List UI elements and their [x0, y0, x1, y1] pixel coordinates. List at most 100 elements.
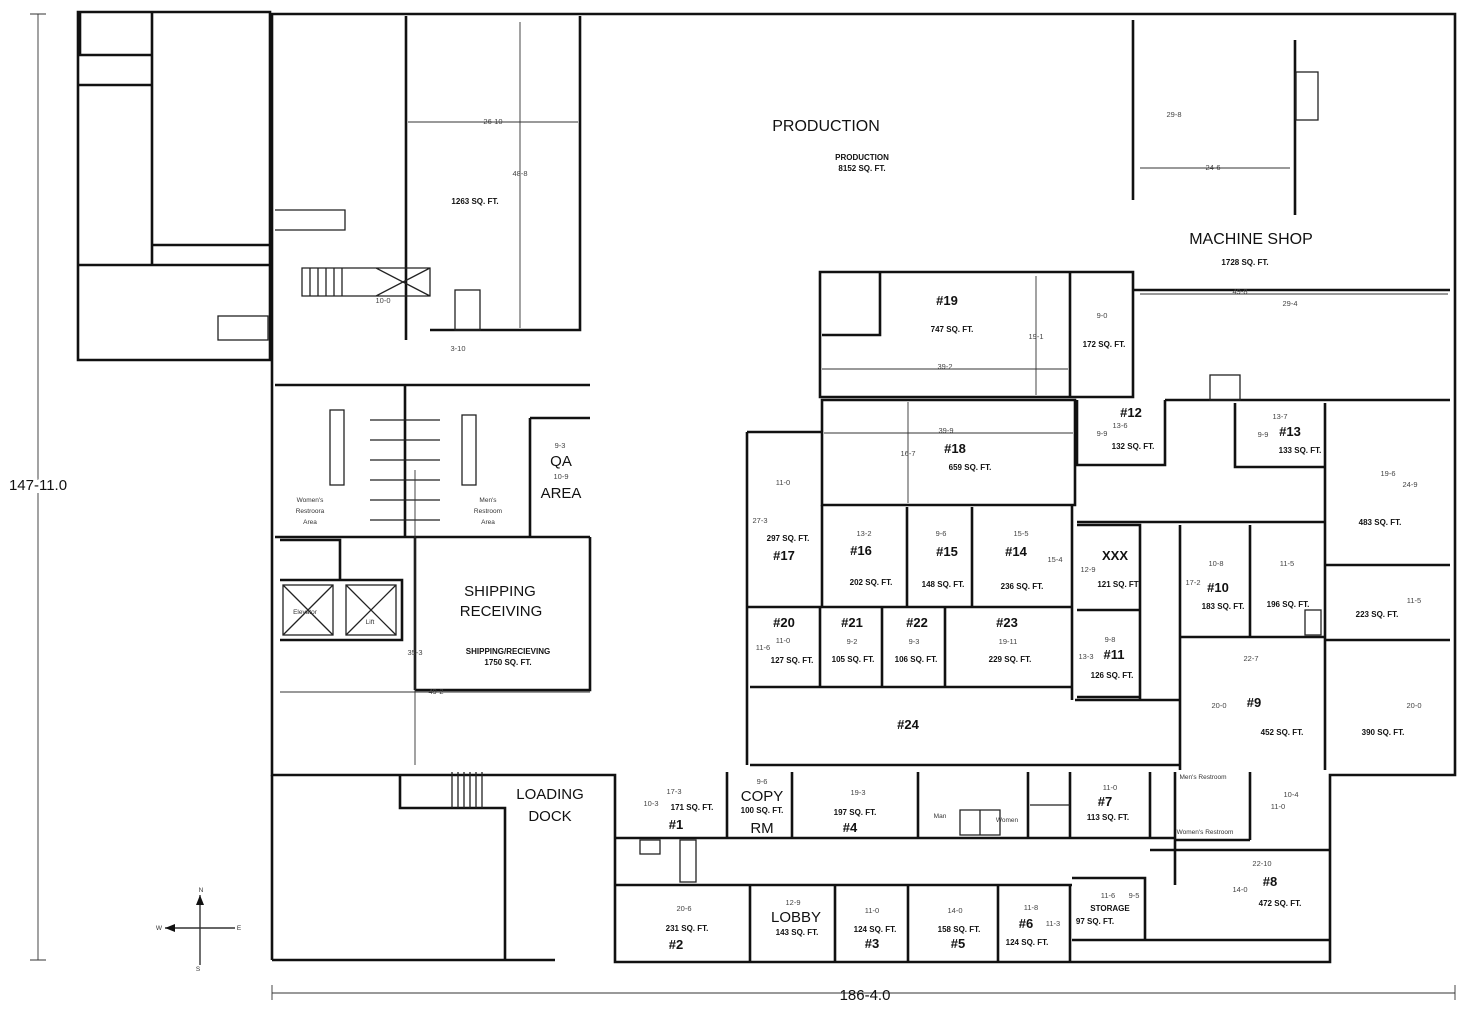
- room-label: S: [196, 966, 201, 973]
- area-label: 197 SQ. FT.: [834, 808, 877, 817]
- room-label: #10: [1207, 580, 1229, 595]
- compass-rose: [165, 895, 235, 965]
- dimension-label: 11-0: [1103, 783, 1117, 792]
- area-label: 97 SQ. FT.: [1076, 917, 1114, 926]
- area-label: 171 SQ. FT.: [671, 803, 714, 812]
- room-label: QA: [550, 453, 572, 470]
- room-label: #3: [865, 936, 879, 951]
- room-label: 147-11.0: [9, 477, 67, 494]
- room-label: #21: [841, 615, 863, 630]
- area-label: 390 SQ. FT.: [1362, 728, 1405, 737]
- dimension-lines: [30, 13, 1456, 1000]
- room-label: W: [156, 925, 163, 932]
- area-label: 106 SQ. FT.: [895, 655, 938, 664]
- room-label: #12: [1120, 405, 1142, 420]
- dimension-label: 20-6: [676, 904, 691, 913]
- area-label: 1750 SQ. FT.: [484, 658, 531, 667]
- area-label: 483 SQ. FT.: [1359, 518, 1402, 527]
- area-label: 124 SQ. FT.: [854, 925, 897, 934]
- area-label: 8152 SQ. FT.: [838, 164, 885, 173]
- area-label: 229 SQ. FT.: [989, 655, 1032, 664]
- dimension-label: 14-0: [947, 906, 962, 915]
- dimension-label: 13-3: [1078, 652, 1093, 661]
- dimension-label: 10-4: [1283, 790, 1298, 799]
- dimension-label: 19-11: [999, 637, 1018, 646]
- area-label: STORAGE: [1090, 904, 1130, 913]
- room-label: #5: [951, 936, 965, 951]
- area-label: 452 SQ. FT.: [1261, 728, 1304, 737]
- dimension-label: 3-10: [450, 344, 465, 353]
- dimension-label: 11-0: [776, 478, 790, 487]
- room-label: #18: [944, 441, 966, 456]
- area-label: 113 SQ. FT.: [1087, 813, 1129, 822]
- dimension-label: 9-9: [1258, 430, 1269, 439]
- dimension-label: 11-0: [1271, 802, 1285, 811]
- dimension-label: 49-2: [428, 687, 443, 696]
- room-label: #24: [897, 717, 919, 732]
- room-label: #15: [936, 544, 958, 559]
- room-label: Area: [481, 519, 495, 526]
- room-label: 186-4.0: [840, 987, 891, 1004]
- room-label: N: [199, 887, 204, 894]
- dimension-label: 19-3: [850, 788, 865, 797]
- room-label: Women's: [297, 497, 325, 504]
- dimension-label: 12-9: [785, 898, 800, 907]
- dimension-label: 29-8: [1166, 110, 1181, 119]
- room-label: #1: [669, 817, 683, 832]
- dimension-label: 22-7: [1243, 654, 1258, 663]
- area-label: 127 SQ. FT.: [771, 656, 814, 665]
- area-label: 659 SQ. FT.: [949, 463, 992, 472]
- room-label: #7: [1098, 794, 1112, 809]
- room-label: AREA: [541, 485, 582, 502]
- room-label: RM: [750, 820, 773, 837]
- room-label: #20: [773, 615, 795, 630]
- area-label: SHIPPING/RECIEVING: [466, 647, 550, 656]
- area-label: 143 SQ. FT.: [776, 928, 819, 937]
- room-label: LOADING: [516, 786, 584, 803]
- dimension-label: 10-3: [643, 799, 658, 808]
- dimension-label: 12-9: [1080, 565, 1095, 574]
- room-label: #23: [996, 615, 1018, 630]
- dimension-label: 17-2: [1185, 578, 1200, 587]
- area-label: 236 SQ. FT.: [1001, 582, 1044, 591]
- room-label: #13: [1279, 424, 1301, 439]
- dimension-label: 39-2: [937, 362, 952, 371]
- area-label: 158 SQ. FT.: [938, 925, 981, 934]
- walls: [76, 10, 1457, 964]
- room-label: #6: [1019, 916, 1033, 931]
- room-label: #8: [1263, 874, 1277, 889]
- room-label: LOBBY: [771, 909, 821, 926]
- dimension-label: 26-10: [483, 117, 502, 126]
- room-label: SHIPPING: [464, 583, 536, 600]
- dimension-label: 9-3: [555, 441, 566, 450]
- dimension-label: 9-8: [1105, 635, 1116, 644]
- dimension-label: 11-0: [865, 906, 879, 915]
- dimension-label: 11-3: [1046, 919, 1060, 928]
- dimension-label: 9-0: [1097, 311, 1108, 320]
- dimension-label: 48-8: [512, 169, 527, 178]
- room-label: Elevator: [293, 609, 318, 616]
- dimension-label: 9-2: [847, 637, 858, 646]
- area-label: 133 SQ. FT.: [1279, 446, 1322, 455]
- room-label: Restroora: [296, 508, 325, 515]
- dimension-label: 10-8: [1208, 559, 1223, 568]
- room-label: #19: [936, 293, 958, 308]
- area-label: 100 SQ. FT.: [741, 806, 784, 815]
- dimension-label: 13-7: [1272, 412, 1287, 421]
- area-label: 172 SQ. FT.: [1083, 340, 1126, 349]
- dimension-label: 11-0: [776, 636, 790, 645]
- area-label: 148 SQ. FT.: [922, 580, 965, 589]
- area-label: 126 SQ. FT.: [1091, 671, 1134, 680]
- area-label: PRODUCTION: [835, 153, 889, 162]
- area-label: 196 SQ. FT.: [1267, 600, 1310, 609]
- dimension-label: 35-3: [407, 648, 422, 657]
- area-label: 202 SQ. FT.: [850, 578, 893, 587]
- area-label: 121 SQ. FT: [1097, 580, 1138, 589]
- dimension-label: 11-6: [1101, 891, 1115, 900]
- room-label: Area: [303, 519, 317, 526]
- room-label: #17: [773, 548, 795, 563]
- dimension-label: 19-1: [1028, 332, 1043, 341]
- room-label: XXX: [1102, 548, 1128, 563]
- dimension-label: 9-5: [1129, 891, 1140, 900]
